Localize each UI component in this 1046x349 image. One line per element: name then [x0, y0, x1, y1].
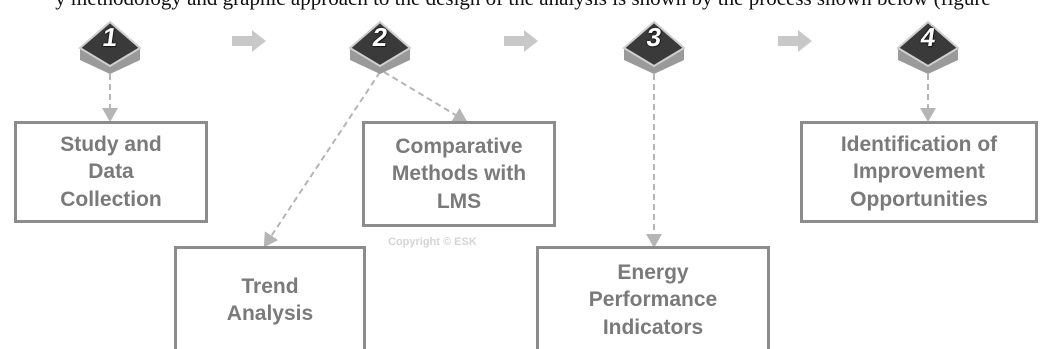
number-badge-icon	[622, 20, 686, 74]
box-label: Trend Analysis	[226, 274, 314, 325]
step-1-number: 1	[100, 22, 120, 52]
box-energy-performance-indicators: Energy Performance Indicators	[536, 246, 770, 349]
copyright-watermark: Copyright © ESK	[388, 236, 477, 248]
number-badge-icon	[896, 20, 960, 74]
box-identification-improvement: Identification of Improvement Opportunit…	[800, 121, 1038, 223]
cropped-header-text: y methodology and graphic approach to th…	[0, 0, 1046, 11]
right-arrow-icon	[778, 30, 812, 52]
box-label: Study and Data Collection	[60, 133, 162, 211]
right-arrow-icon	[232, 30, 266, 52]
box-label: Comparative Methods with LMS	[391, 135, 527, 213]
step-2-badge: 2	[344, 14, 416, 78]
box-label: Identification of Improvement Opportunit…	[840, 133, 998, 211]
step-3-badge: 3	[618, 14, 690, 78]
step-1-badge: 1	[74, 14, 146, 78]
right-arrow-icon	[504, 30, 538, 52]
connector-step2-comparative	[383, 71, 468, 123]
box-study-data-collection: Study and Data Collection	[14, 121, 208, 223]
number-badge-icon	[348, 20, 412, 74]
box-label: Energy Performance Indicators	[588, 261, 718, 339]
step-3-number: 3	[644, 22, 664, 52]
box-trend-analysis: Trend Analysis	[174, 246, 366, 349]
connector-step2-trend	[263, 71, 381, 248]
step-4-badge: 4	[892, 14, 964, 78]
number-badge-icon	[78, 20, 142, 74]
step-2-number: 2	[370, 22, 390, 52]
step-4-number: 4	[918, 22, 938, 52]
box-comparative-methods: Comparative Methods with LMS	[362, 121, 556, 227]
